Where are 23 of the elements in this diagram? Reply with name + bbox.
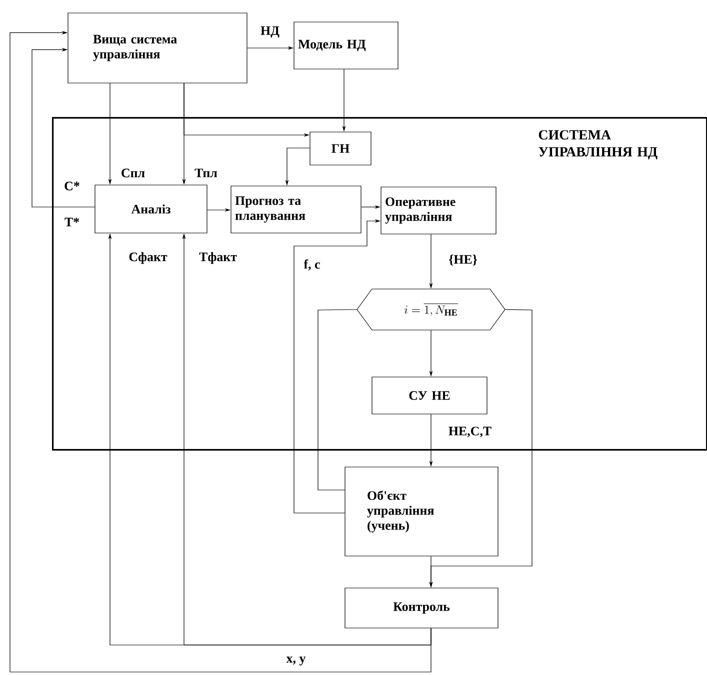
signal-label: Т* <box>64 218 80 226</box>
edge-label: Тфакт <box>198 251 238 265</box>
edge-label: Сфакт <box>128 251 168 265</box>
edge-label: x, y <box>285 656 307 666</box>
loop-hexagon: $i=\overline{1,N_{\text{НЕ}}}$ <box>356 288 506 330</box>
process-box: Об'єкт управління (учень) <box>344 466 498 556</box>
edge-label: НЕ,С,Т <box>447 426 493 438</box>
signal-label: С* <box>64 182 80 190</box>
arrow <box>10 30 432 672</box>
process-box: ГН <box>310 132 372 166</box>
edge-label: {НЕ} <box>448 254 478 266</box>
process-box: Прогноз та планування <box>230 186 362 234</box>
process-box: Вища система управління <box>68 12 248 84</box>
process-box: Контроль <box>344 588 498 628</box>
edge-label: НД <box>260 25 280 39</box>
edge-label: f, c <box>302 258 322 272</box>
arrow <box>32 48 95 208</box>
process-box: СУ НЕ <box>372 376 488 414</box>
edge-label: Тпл <box>194 168 218 178</box>
process-box: Модель НД <box>294 22 398 70</box>
process-box: Оперативне управління <box>380 186 496 234</box>
edge-label: Спл <box>120 168 146 178</box>
process-box: Аналіз <box>94 184 208 234</box>
